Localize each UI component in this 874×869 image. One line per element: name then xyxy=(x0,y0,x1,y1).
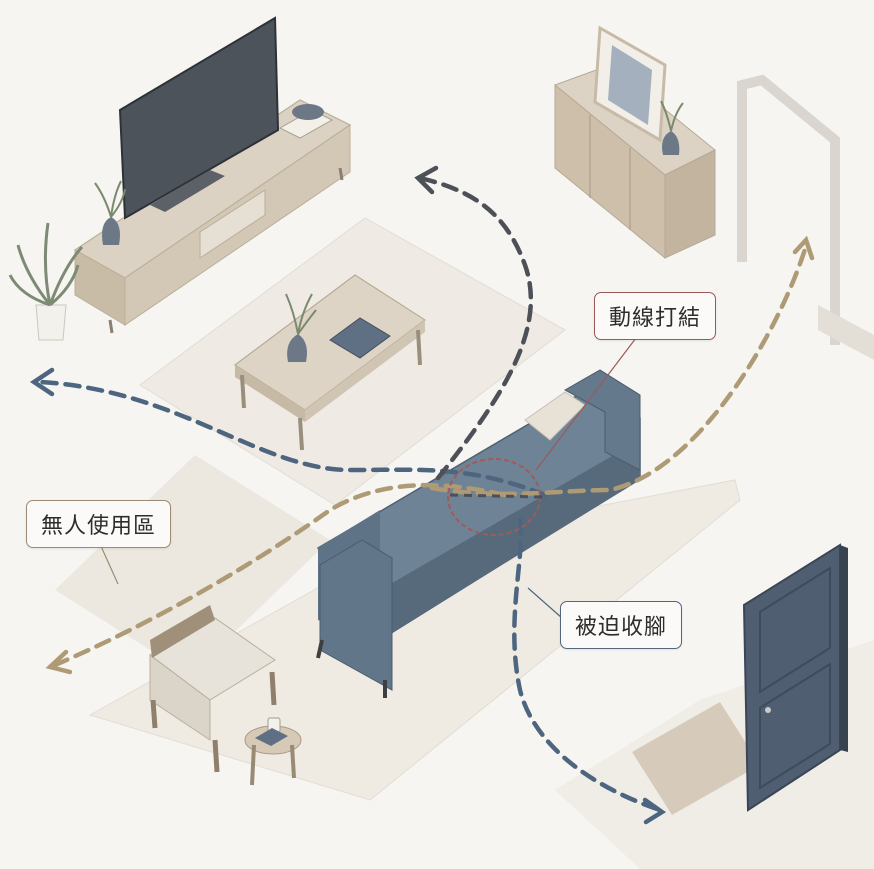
door-mat xyxy=(632,702,760,815)
callout-knot: 動線打結 xyxy=(594,292,717,340)
path-to-left xyxy=(37,379,548,498)
arrowhead-left xyxy=(29,367,55,397)
table-vase-icon xyxy=(285,293,317,362)
knot-highlight xyxy=(447,458,543,536)
sideboard-vase-icon xyxy=(660,100,684,155)
tv-console xyxy=(73,99,352,334)
path-to-tv xyxy=(417,175,534,481)
path-to-entry xyxy=(512,517,663,813)
arrowhead-entry xyxy=(642,797,667,825)
path-to-armchair xyxy=(52,482,508,668)
callout-tucked-feet: 被迫收腳 xyxy=(560,601,683,649)
potted-plant-icon xyxy=(8,222,84,341)
picture-frame-icon xyxy=(593,25,667,143)
leader-knot xyxy=(535,337,637,471)
armchair xyxy=(149,605,277,773)
arrowhead-bottom-left xyxy=(45,649,73,675)
book-icon xyxy=(329,317,391,359)
circulation-paths xyxy=(29,165,815,825)
arrowhead-top xyxy=(414,165,439,195)
leader-tuck xyxy=(527,587,563,619)
entry-door xyxy=(742,543,848,812)
books-and-bowl xyxy=(278,104,334,139)
wood-floor-strip xyxy=(55,455,330,675)
coffee-table xyxy=(233,274,427,451)
callout-unused-zone: 無人使用區 xyxy=(26,500,172,548)
arrowhead-doorway xyxy=(792,235,815,261)
television xyxy=(118,16,280,220)
vase-icon xyxy=(94,180,126,245)
doorway-opening xyxy=(737,74,874,360)
mug-icon xyxy=(255,717,288,746)
leader-unused xyxy=(99,543,119,585)
